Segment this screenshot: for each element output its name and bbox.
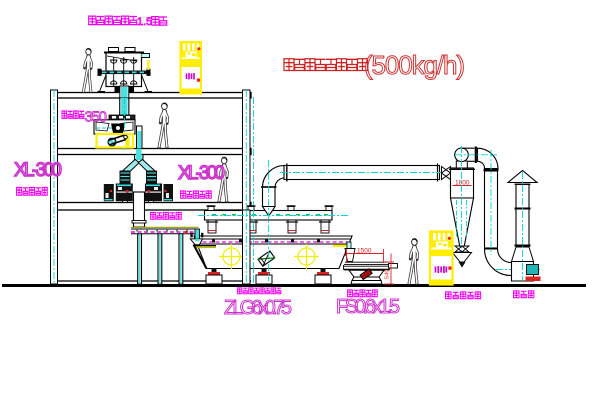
svg-text:XL-300: XL-300 — [14, 160, 62, 181]
svg-text:FS0.6x1.5: FS0.6x1.5 — [336, 296, 400, 318]
svg-text:1800: 1800 — [455, 180, 470, 187]
svg-text:540: 540 — [385, 269, 391, 279]
svg-text:ZLG6x0.75: ZLG6x0.75 — [224, 297, 292, 319]
svg-text:1.5: 1.5 — [137, 16, 152, 28]
svg-text:(500kg/h): (500kg/h) — [364, 50, 465, 80]
svg-text:XL-300: XL-300 — [178, 163, 225, 184]
svg-text:350: 350 — [85, 109, 108, 126]
svg-text:1500: 1500 — [357, 248, 372, 255]
